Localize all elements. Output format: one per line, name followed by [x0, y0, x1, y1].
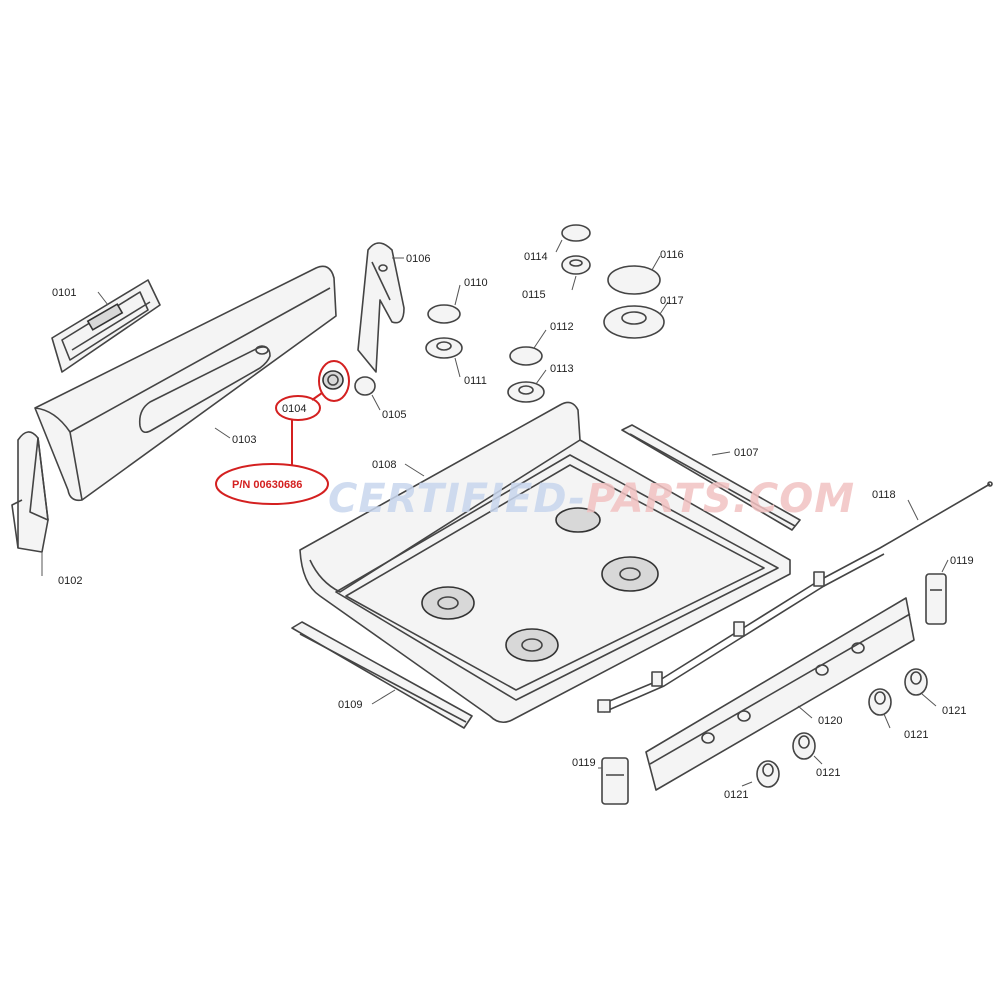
label-0114: 0114 — [524, 251, 548, 263]
part-0101-control-module — [51, 279, 161, 373]
label-0121-a: 0121 — [724, 789, 748, 801]
label-0121-d: 0121 — [942, 705, 966, 717]
highlight-circle-part — [318, 360, 350, 402]
label-0108: 0108 — [372, 459, 396, 471]
label-0102: 0102 — [58, 575, 82, 587]
part-0102-end-cap — [11, 431, 49, 553]
label-0112: 0112 — [550, 321, 574, 333]
label-0120: 0120 — [818, 715, 842, 727]
label-0117: 0117 — [660, 295, 684, 307]
part-0118-wire-harness — [597, 481, 993, 713]
part-number-callout: P/N 00630686 — [232, 479, 302, 491]
part-0119-trim-cap-left — [601, 757, 629, 805]
label-0110: 0110 — [464, 277, 488, 289]
label-0103: 0103 — [232, 434, 256, 446]
part-0114-burner-cap — [561, 224, 591, 242]
label-0104: 0104 — [282, 403, 306, 415]
label-0119-left: 0119 — [572, 757, 596, 769]
label-0113: 0113 — [550, 363, 574, 375]
label-0119-right: 0119 — [950, 555, 974, 567]
label-0118: 0118 — [872, 489, 896, 501]
label-0105: 0105 — [382, 409, 406, 421]
label-0121-b: 0121 — [816, 767, 840, 779]
watermark-text: CERTIFIED-PARTS.COM — [328, 476, 855, 522]
part-0109-front-rail — [291, 621, 473, 729]
part-0104-insert — [322, 370, 344, 390]
part-0107-side-rail — [621, 424, 801, 531]
part-0110-burner-cap — [427, 304, 461, 324]
part-0121-knob-2 — [792, 732, 816, 760]
label-0106: 0106 — [406, 253, 430, 265]
part-0120-control-panel — [645, 597, 915, 791]
watermark-part2: PARTS.COM — [586, 476, 855, 522]
label-0116: 0116 — [660, 249, 684, 261]
highlight-circle-label — [275, 395, 321, 421]
part-0108-cooktop — [299, 401, 791, 724]
part-0115-burner-base — [561, 255, 591, 275]
label-0121-c: 0121 — [904, 729, 928, 741]
part-0113-burner-base — [507, 381, 545, 403]
part-0103-backguard-panel — [34, 265, 337, 502]
part-0106-bracket — [357, 242, 405, 373]
part-0112-burner-cap — [509, 346, 543, 366]
highlight-callout-oval — [215, 463, 329, 505]
label-0101: 0101 — [52, 287, 76, 299]
label-0111: 0111 — [464, 375, 487, 387]
part-0111-burner-base — [425, 337, 463, 359]
part-0121-knob-3 — [868, 688, 892, 716]
part-0119-trim-cap-right — [925, 573, 947, 625]
part-0121-knob-4 — [904, 668, 928, 696]
label-0107: 0107 — [734, 447, 758, 459]
part-0116-burner-cap — [607, 265, 661, 295]
label-0115: 0115 — [522, 289, 546, 301]
part-0117-burner-base — [603, 305, 665, 339]
part-0121-knob-1 — [756, 760, 780, 788]
part-0105-grommet — [354, 376, 376, 396]
label-0109: 0109 — [338, 699, 362, 711]
watermark-part1: CERTIFIED- — [328, 476, 586, 522]
